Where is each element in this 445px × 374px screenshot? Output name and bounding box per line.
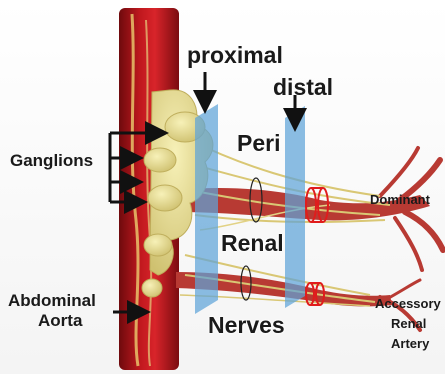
proximal-plane — [195, 104, 218, 314]
distal-label: distal — [273, 76, 333, 99]
renal-artery-label-line2: Artery — [391, 337, 429, 350]
ganglion-node — [144, 148, 176, 172]
peri-label: Peri — [237, 132, 280, 155]
nerves-label: Nerves — [208, 314, 285, 337]
aorta-label: Aorta — [38, 312, 82, 329]
ganglion-node — [142, 279, 162, 297]
ganglion-node — [148, 185, 182, 211]
accessory-label: Accessory — [375, 297, 441, 310]
abdominal-label: Abdominal — [8, 292, 96, 309]
ganglions-label: Ganglions — [10, 152, 93, 169]
dominant-label: Dominant — [370, 193, 430, 206]
renal-artery-label-line1: Renal — [391, 317, 426, 330]
renal-label: Renal — [221, 232, 284, 255]
distal-plane — [285, 106, 305, 308]
ganglion-node — [144, 234, 172, 256]
proximal-label: proximal — [187, 44, 283, 67]
